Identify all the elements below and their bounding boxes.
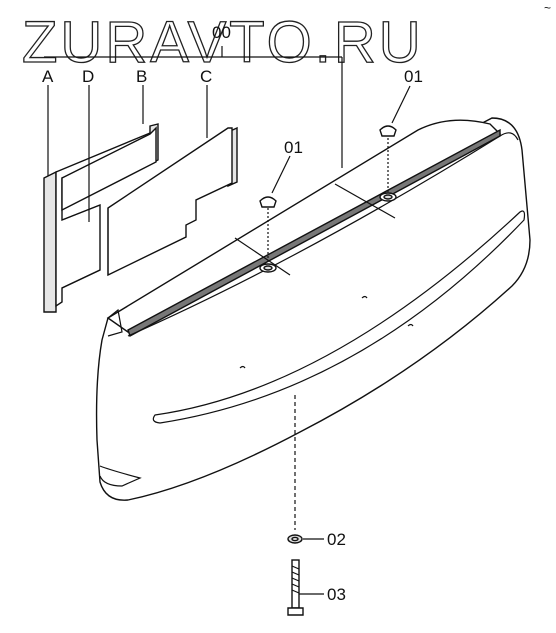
label-bolt: 03 [327,585,346,604]
corner-mark: ~ [544,1,551,15]
plate-b [61,123,159,212]
label-plate-c: C [200,67,212,86]
plate-c [107,126,238,277]
label-plate-b: B [136,67,147,86]
label-assembly: 00 [212,23,231,42]
bolt [287,559,304,616]
label-cap-left: 01 [284,138,303,157]
watermark: ZURAVTO.RU [22,10,424,75]
counterweight-body [95,117,531,501]
leader-lines [44,46,411,595]
label-plate-d: D [82,67,94,86]
label-washer: 02 [327,530,346,549]
label-plate-a: A [42,67,54,86]
cap-left [259,196,277,273]
label-cap-right: 01 [404,67,423,86]
cap-right [379,125,397,202]
washer [287,534,303,544]
